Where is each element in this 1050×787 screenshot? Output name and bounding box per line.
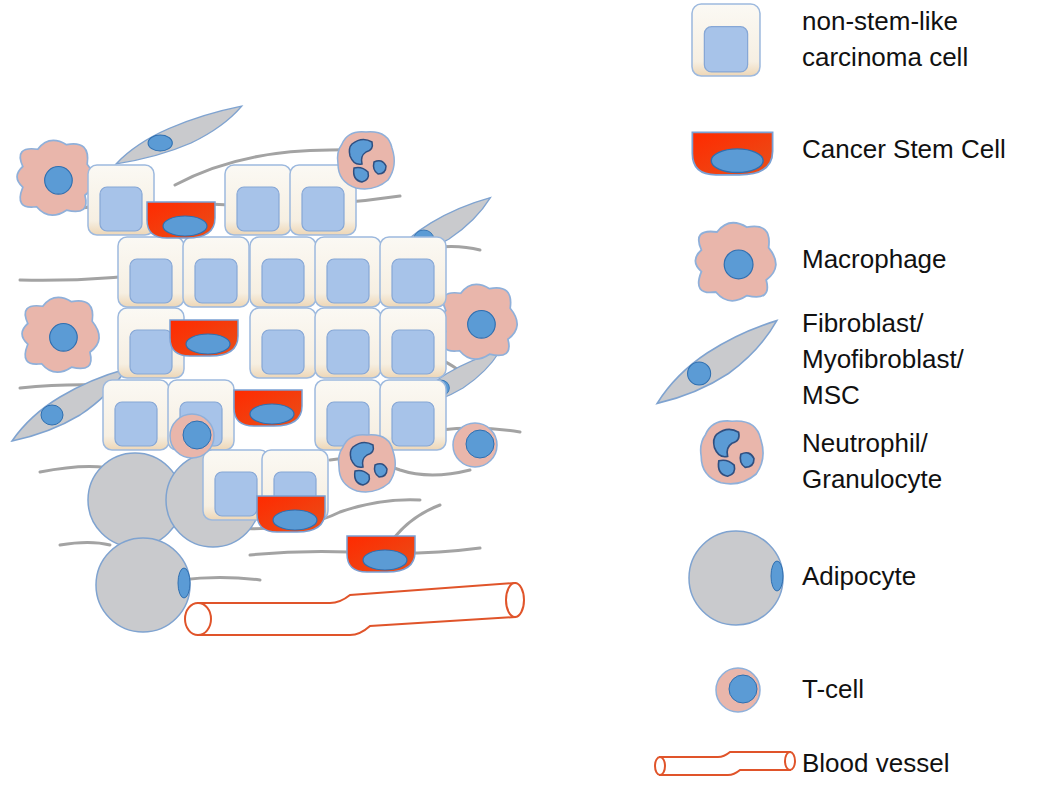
ecm-fibers	[20, 145, 520, 580]
legend-icons	[655, 4, 795, 775]
legend-label: Cancer Stem Cell	[802, 132, 1042, 168]
blood-vessel	[185, 583, 524, 635]
legend-label: Neutrophil/ Granulocyte	[802, 426, 1012, 498]
legend-label: Macrophage	[802, 242, 1042, 278]
legend-label: Adipocyte	[802, 559, 1042, 595]
legend-label: T-cell	[802, 672, 1042, 708]
legend-label: Fibroblast/ Myofibroblast/ MSC	[802, 306, 1012, 414]
legend-label: Blood vessel	[802, 746, 1042, 782]
legend-label: non-stem-like carcinoma cell	[802, 4, 1007, 76]
